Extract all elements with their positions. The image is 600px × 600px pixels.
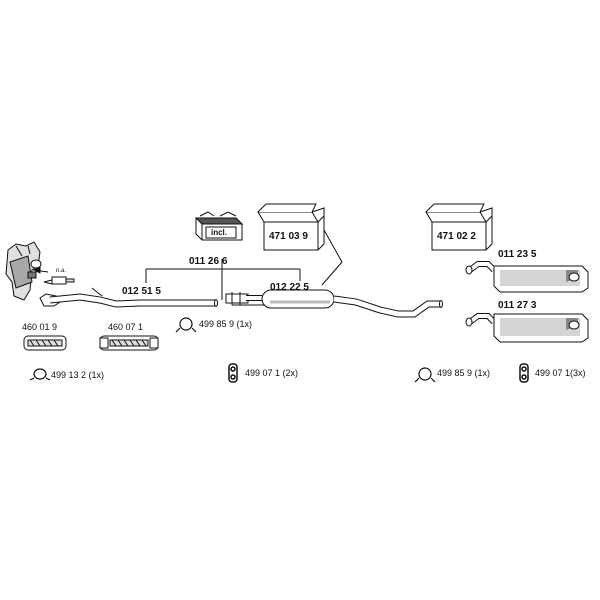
gasket-icon xyxy=(29,368,51,381)
mount-kit-box-b-icon xyxy=(425,203,493,251)
pipe-connector-icon xyxy=(225,292,249,305)
assembly-bracket xyxy=(145,259,301,306)
not-available-label: n.a. xyxy=(56,268,67,274)
mount-kit-b-label: 471 02 2 xyxy=(437,231,476,242)
rear-silencer-a-icon xyxy=(465,261,589,293)
flex-pipe-a-label: 460 01 9 xyxy=(22,322,58,332)
assembly-label: 011 26 6 xyxy=(189,256,228,267)
middle-silencer-icon xyxy=(246,289,443,318)
rear-silencer-a-label: 011 23 5 xyxy=(498,249,537,260)
hanger-b-label: 499 07 1(3x) xyxy=(535,368,586,378)
gasket-label: 499 13 2 (1x) xyxy=(51,370,105,380)
flex-pipe-b-label: 460 07 1 xyxy=(108,322,144,332)
rear-silencer-b-label: 011 27 3 xyxy=(498,300,537,311)
clamp-middle-label: 499 85 9 (1x) xyxy=(199,319,253,329)
mount-kit-box-a-icon xyxy=(257,203,343,286)
rubber-hanger-a-icon xyxy=(228,363,238,383)
flex-pipe-b-icon xyxy=(99,335,159,351)
middle-silencer-label: 012 22 5 xyxy=(270,282,309,293)
front-pipe-label: 012 51 5 xyxy=(122,286,161,297)
incl-label: incl. xyxy=(211,228,228,237)
front-pipe-icon xyxy=(39,287,218,308)
mount-kit-a-label: 471 03 9 xyxy=(269,231,308,242)
hanger-a-label: 499 07 1 (2x) xyxy=(245,368,299,378)
clamp-icon xyxy=(175,317,197,333)
catalytic-converter-icon xyxy=(5,241,42,301)
incl-box-icon xyxy=(194,211,244,241)
clamp-rear-icon xyxy=(414,367,436,383)
lambda-sensor-icon xyxy=(32,266,75,285)
clamp-rear-label: 499 85 9 (1x) xyxy=(437,368,491,378)
rubber-hanger-b-icon xyxy=(519,363,529,383)
flex-pipe-a-icon xyxy=(23,335,67,351)
rear-silencer-b-icon xyxy=(465,313,589,343)
